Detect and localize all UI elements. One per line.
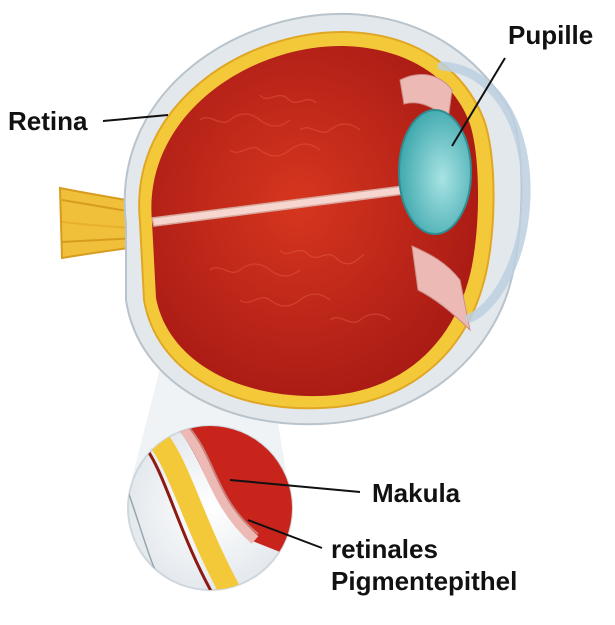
lens (399, 110, 471, 234)
label-rpe-line1: retinales (331, 534, 438, 564)
label-pupille: Pupille (508, 20, 593, 50)
label-rpe-line2: Pigmentepithel (331, 566, 517, 596)
label-makula: Makula (372, 478, 460, 508)
label-retina: Retina (8, 106, 87, 136)
